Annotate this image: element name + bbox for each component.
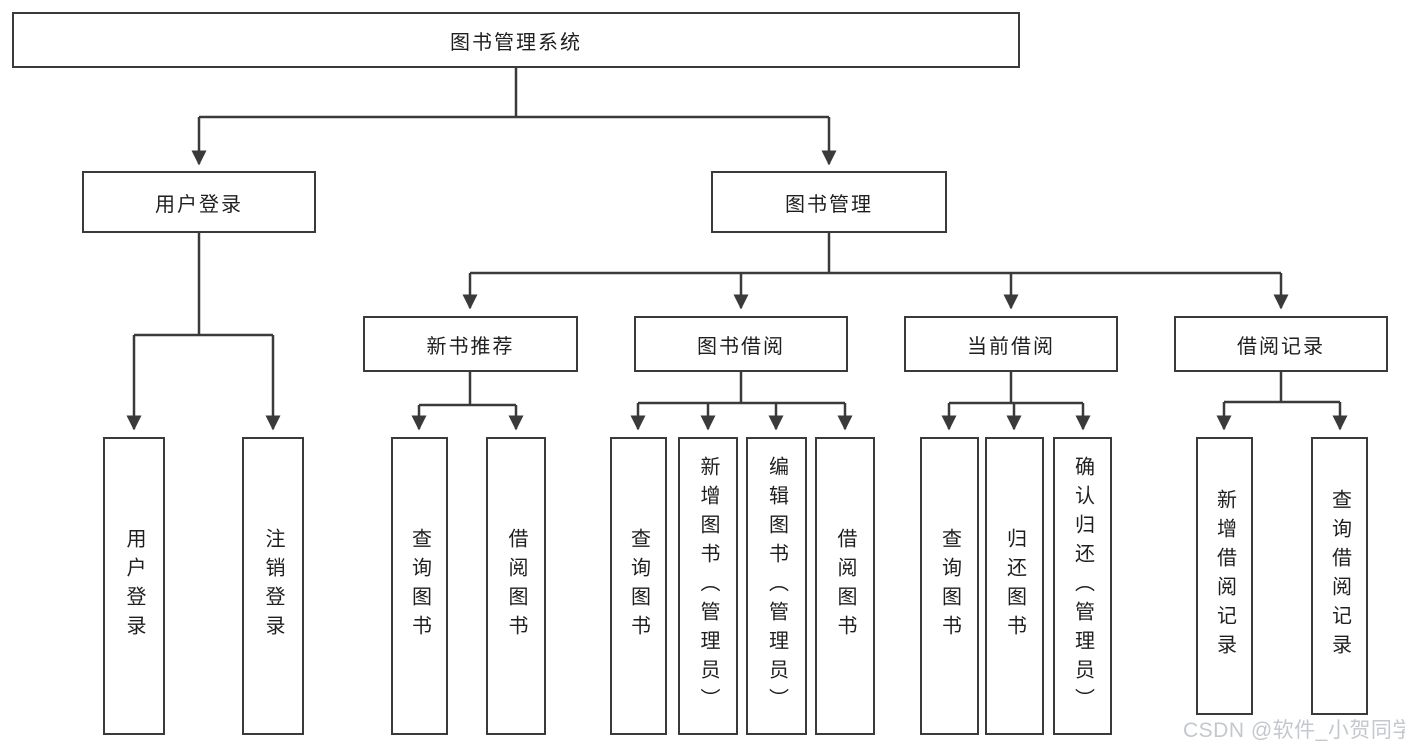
leaf-query-borrow-record: 查询借阅记录 <box>1311 437 1368 715</box>
csdn-watermark: CSDN @软件_小贺同学 <box>1183 719 1405 742</box>
leaf-borrow-books: 借阅图书 <box>815 437 875 735</box>
node-label: 当前借阅 <box>967 335 1055 358</box>
node-label: 新增图书（管理员） <box>697 455 719 717</box>
node-new-book-recommend: 新书推荐 <box>363 316 578 372</box>
node-user-login: 用户登录 <box>82 171 316 233</box>
leaf-add-borrow-record: 新增借阅记录 <box>1196 437 1253 715</box>
node-label: 新增借阅记录 <box>1213 489 1236 663</box>
leaf-logout: 注销登录 <box>242 437 304 735</box>
leaf-query-books-borrow: 查询图书 <box>610 437 667 735</box>
node-label: 查询图书 <box>627 528 650 644</box>
leaf-borrow-books-recommend: 借阅图书 <box>486 437 546 735</box>
leaf-user-login: 用户登录 <box>103 437 165 735</box>
node-label: 注销登录 <box>262 528 284 644</box>
node-label: 新书推荐 <box>426 335 515 358</box>
leaf-query-books-current: 查询图书 <box>920 437 979 735</box>
node-label: 用户登录 <box>123 528 145 644</box>
leaf-confirm-return-admin: 确认归还（管理员） <box>1053 437 1112 735</box>
leaf-edit-books-admin: 编辑图书（管理员） <box>746 437 807 735</box>
node-label: 查询图书 <box>408 528 431 644</box>
node-label: 归还图书 <box>1003 528 1026 644</box>
node-label: 用户登录 <box>155 193 243 216</box>
node-borrowing-records: 借阅记录 <box>1174 316 1388 372</box>
node-current-borrowing: 当前借阅 <box>904 316 1118 372</box>
node-label: 借阅图书 <box>834 528 856 644</box>
node-library-management-system: 图书管理系统 <box>12 12 1020 68</box>
node-label: 确认归还（管理员） <box>1071 455 1094 717</box>
node-book-borrowing: 图书借阅 <box>634 316 848 372</box>
node-label: 图书管理系统 <box>450 31 582 54</box>
node-label: 借阅记录 <box>1237 335 1325 358</box>
node-label: 图书借阅 <box>697 335 785 358</box>
node-label: 图书管理 <box>785 193 873 216</box>
node-book-management: 图书管理 <box>711 171 947 233</box>
leaf-query-books-recommend: 查询图书 <box>391 437 448 735</box>
leaf-add-books-admin: 新增图书（管理员） <box>678 437 738 735</box>
node-label: 查询借阅记录 <box>1328 489 1351 663</box>
node-label: 编辑图书（管理员） <box>765 455 788 717</box>
node-label: 借阅图书 <box>505 528 527 644</box>
leaf-return-books: 归还图书 <box>985 437 1044 735</box>
node-label: 查询图书 <box>938 528 961 644</box>
